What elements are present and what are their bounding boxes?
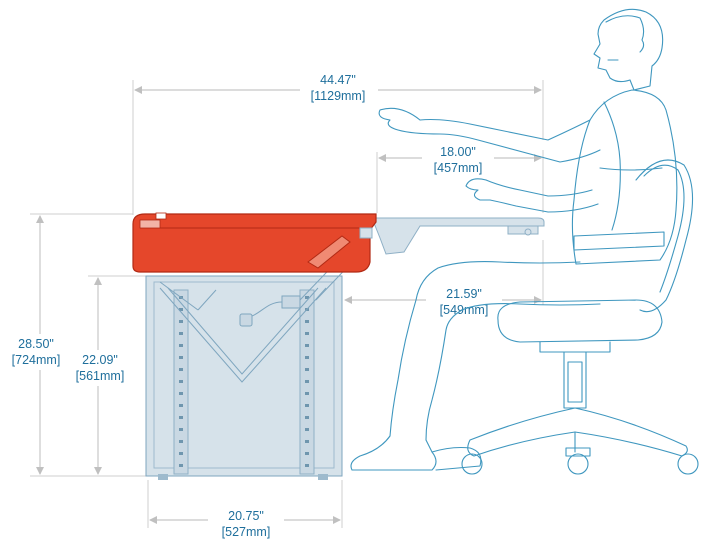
overall-width-mm: [1129mm] [311, 89, 366, 103]
cabinet-height-in: 22.09" [82, 353, 118, 367]
cabinet-height-mm: [561mm] [76, 369, 125, 383]
base-width-in: 20.75" [228, 509, 264, 523]
desk-top [132, 212, 377, 273]
shelf-depth-mm: [457mm] [434, 161, 483, 175]
office-chair [461, 159, 699, 475]
dimension-labels: 44.47" [1129mm] 18.00" [457mm] 21.59" [5… [2, 70, 502, 541]
knee-clearance-in: 21.59" [446, 287, 482, 301]
keyboard-shelf [371, 217, 545, 255]
overall-width-in: 44.47" [320, 73, 356, 87]
overall-height-mm: [724mm] [12, 353, 61, 367]
knee-clearance-mm: [549mm] [440, 303, 489, 317]
shelf-depth-in: 18.00" [440, 145, 476, 159]
cabinet [145, 251, 357, 480]
overall-height-in: 28.50" [18, 337, 54, 351]
seated-person [350, 8, 678, 471]
base-width-mm: [527mm] [222, 525, 271, 539]
